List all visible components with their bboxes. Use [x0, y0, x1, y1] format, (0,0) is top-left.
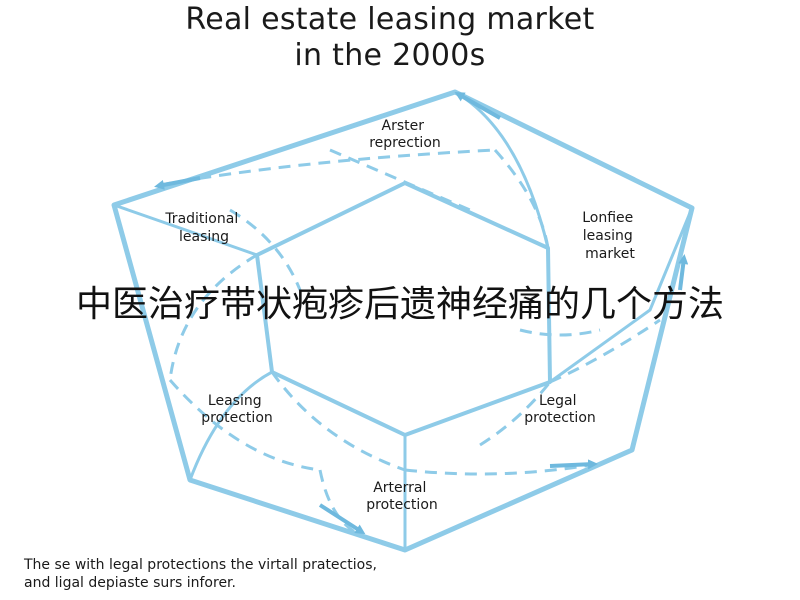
dashed-bottom-left: [318, 469, 361, 537]
node-top-line-2: reprection: [369, 135, 441, 151]
node-upper-right-line-3: market: [585, 246, 635, 262]
node-upper-left-line-1: Traditional: [164, 211, 238, 227]
node-top-line-1: Arster: [382, 118, 425, 134]
connector-right-lower: [549, 207, 694, 384]
dashed-flow-lines: [159, 148, 661, 537]
caption-line-2: and ligal depiaste surs inforer.: [24, 575, 236, 591]
diagram-title: Real estate leasing market in the 2000s: [0, 2, 780, 74]
dashed-center-bottom: [270, 371, 406, 472]
arrow-bottom-left: [318, 503, 366, 535]
connector-left-upper: [113, 203, 258, 257]
arrow-right: [678, 254, 689, 291]
dashed-right-lower: [479, 381, 552, 447]
node-upper-left-label: Traditional leasing: [164, 211, 242, 245]
dashed-top-left: [159, 148, 496, 187]
dashed-upper-left-cross: [229, 208, 302, 291]
node-bottom-line-2: protection: [366, 497, 438, 513]
node-bottom-label: Arterral protection: [366, 480, 438, 513]
dashed-bottom-right: [404, 463, 591, 476]
node-lower-right-label: Legal protection: [524, 393, 596, 426]
dashed-top-cross: [329, 148, 471, 212]
diagram-caption: The se with legal protections the virtal…: [24, 556, 584, 592]
node-upper-left-line-2: leasing: [179, 229, 229, 245]
dashed-left-lower: [168, 379, 321, 472]
connector-left-lower: [188, 370, 273, 481]
title-line-1: Real estate leasing market: [185, 2, 595, 37]
node-lower-right-line-2: protection: [524, 410, 596, 426]
arrow-upper-left: [154, 176, 201, 190]
arrow-top: [454, 92, 501, 120]
overlay-banner-text: 中医治疗带状疱疹后遗神经痛的几个方法: [75, 284, 724, 325]
node-upper-right-line-2: leasing: [583, 228, 633, 244]
dashed-right-upper: [493, 148, 550, 249]
node-bottom-line-1: Arterral: [373, 480, 426, 496]
dashed-left-mid: [168, 253, 258, 381]
node-lower-right-line-1: Legal: [539, 393, 577, 409]
node-lower-left-line-1: Leasing: [208, 393, 262, 409]
node-upper-right-label: Lonfiee leasing market: [582, 210, 638, 262]
dashed-center-right: [519, 328, 601, 337]
dashed-right-mid: [549, 318, 661, 384]
arrow-bottom-right: [549, 459, 598, 470]
node-lower-left-label: Leasing protection: [201, 393, 273, 426]
node-upper-right-line-1: Lonfiee: [582, 210, 633, 226]
node-top-label: Arster reprection: [369, 118, 441, 151]
node-lower-left-line-2: protection: [201, 410, 273, 426]
caption-line-1: The se with legal protections the virtal…: [24, 557, 377, 573]
title-line-2: in the 2000s: [294, 38, 486, 73]
